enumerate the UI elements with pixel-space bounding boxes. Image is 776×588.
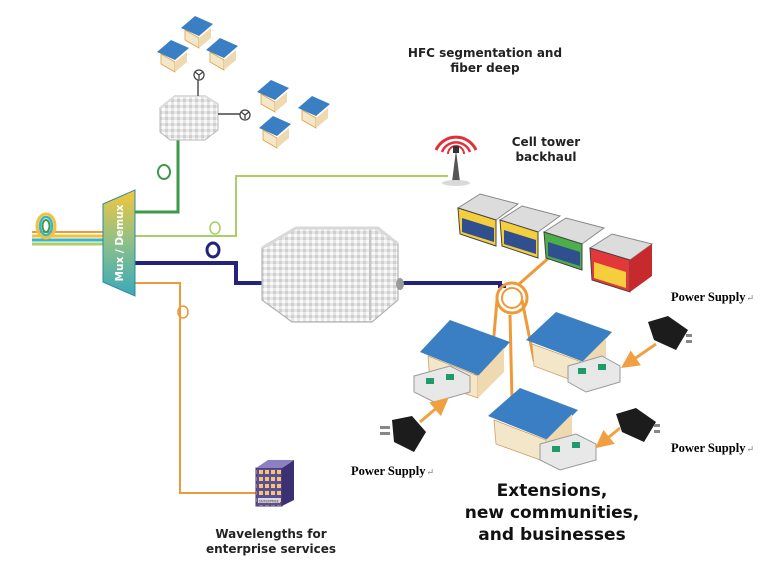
fiber-node-icon <box>159 80 240 141</box>
power-supply-icon <box>648 316 692 350</box>
fiber-orange-line <box>130 282 256 494</box>
fiber-lightgreen-line <box>132 175 448 237</box>
business-building-icon <box>456 193 520 247</box>
enterprise-building-icon: ENTERPRISE <box>255 460 294 507</box>
power-supply-label: Power Supply↵ <box>671 441 754 456</box>
power-supply-text: Power Supply <box>671 290 746 304</box>
business-building-row <box>456 193 654 293</box>
antenna-icon <box>193 69 205 81</box>
power-supply-text: Power Supply <box>671 441 746 455</box>
cell-tower-icon <box>434 135 478 186</box>
fiber-distribution-loop-icon <box>495 281 529 315</box>
power-arrow <box>621 342 657 369</box>
fiber-loop-icon <box>157 164 171 180</box>
input-fiber-bundle <box>32 212 104 246</box>
house-icon <box>257 80 289 113</box>
business-building-icon <box>542 217 606 271</box>
house-icon <box>157 40 189 73</box>
fiber-loop-icon <box>209 221 221 235</box>
mux-demux-label: Mux / Demux <box>114 204 126 281</box>
mux-demux-block: Mux / Demux <box>102 189 136 297</box>
amplifier-icon <box>413 365 471 403</box>
antenna-icon <box>239 109 251 121</box>
power-supply-text: Power Supply <box>351 464 426 478</box>
house-icon <box>181 16 213 49</box>
power-supply-label: Power Supply↵ <box>671 290 754 305</box>
amplifier-icon <box>567 355 621 393</box>
return-mark: ↵ <box>426 467 434 477</box>
power-supply-icon <box>380 416 426 452</box>
house-icon <box>206 38 238 71</box>
extensions-label: Extensions,new communities,and businesse… <box>464 481 640 546</box>
business-building-icon <box>588 233 654 293</box>
fiber-loop-icon <box>205 241 221 259</box>
business-building-icon <box>498 205 562 259</box>
return-mark: ↵ <box>746 444 754 454</box>
power-arrow <box>595 426 621 449</box>
fiber-loop-icon <box>177 305 189 319</box>
fiber-node-icon <box>261 226 404 323</box>
return-mark: ↵ <box>746 293 754 303</box>
amplifier-icon <box>539 433 597 471</box>
power-supply-label: Power Supply↵ <box>351 464 434 479</box>
house-icon <box>259 116 291 149</box>
fiber-green-line <box>130 136 180 214</box>
power-arrow <box>419 397 449 424</box>
house-icon <box>298 96 330 129</box>
enterprise-building-sign: ENTERPRISE <box>259 500 279 504</box>
power-supply-icon <box>616 408 660 442</box>
input-fiber-loop-icon <box>35 212 57 240</box>
